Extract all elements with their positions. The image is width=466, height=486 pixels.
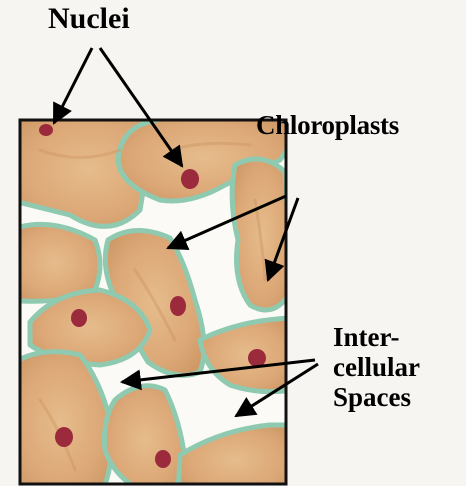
nucleus xyxy=(181,169,199,189)
nucleus xyxy=(39,124,53,136)
cell-right-tall xyxy=(232,159,292,310)
label-chloroplasts: Chloroplasts xyxy=(256,110,399,140)
label-intercellular-line2: cellular xyxy=(333,352,420,382)
label-intercellular-line1: Inter- xyxy=(333,322,420,352)
nucleus xyxy=(71,309,87,327)
cells-layer xyxy=(10,112,292,486)
nucleus xyxy=(170,296,186,316)
label-intercellular-spaces: Inter- cellular Spaces xyxy=(333,322,420,413)
nucleus xyxy=(248,349,266,367)
label-intercellular-line3: Spaces xyxy=(333,382,420,412)
nucleus xyxy=(55,427,73,447)
nucleus xyxy=(155,450,171,468)
label-nuclei: Nuclei xyxy=(48,2,130,36)
arrow-nuclei-left xyxy=(54,48,92,123)
